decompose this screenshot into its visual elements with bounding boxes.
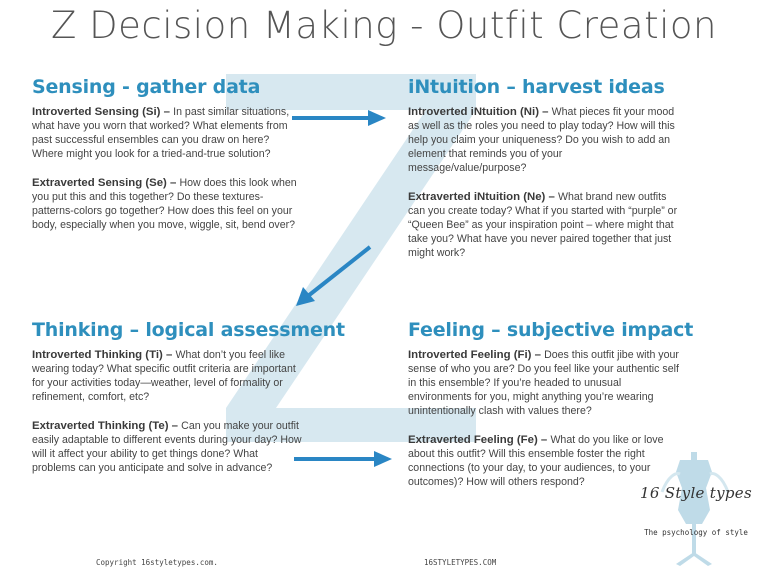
item-lead: Introverted Sensing (Si) – xyxy=(32,106,174,118)
arrow-right-top-icon xyxy=(292,110,386,126)
item-text: What brand new outfits can you create to… xyxy=(408,190,678,259)
heading-intuition: iNtuition – harvest ideas xyxy=(408,76,665,98)
item-introverted-thinking: Introverted Thinking (Ti) – What don’t y… xyxy=(32,348,304,405)
item-extraverted-thinking: Extraverted Thinking (Te) – Can you make… xyxy=(32,419,304,476)
logo-tagline: The psychology of style xyxy=(644,528,748,537)
heading-thinking: Thinking – logical assessment xyxy=(32,319,345,341)
item-lead: Introverted Thinking (Ti) – xyxy=(32,349,176,361)
item-text: What don’t you feel like wearing today? … xyxy=(32,349,296,403)
footer-website: 16STYLETYPES.COM xyxy=(424,558,497,567)
quadrant-sensing: Sensing - gather data Introverted Sensin… xyxy=(32,76,300,247)
item-text: What do you like or love about this outf… xyxy=(408,433,664,488)
item-lead: Extraverted Thinking (Te) – xyxy=(32,419,182,432)
logo-name: 16 Style types xyxy=(640,484,752,502)
arrow-right-bottom-icon xyxy=(294,451,392,467)
item-lead: Extraverted Sensing (Se) – xyxy=(32,176,180,189)
page-title: Z Decision Making - Outfit Creation xyxy=(51,4,717,47)
item-lead: Extraverted Feeling (Fe) – xyxy=(408,433,551,446)
heading-sensing: Sensing - gather data xyxy=(32,76,261,98)
item-text: Can you make your outfit easily adaptabl… xyxy=(32,419,302,474)
item-introverted-intuition: Introverted iNtuition (Ni) – What pieces… xyxy=(408,105,678,176)
quadrant-thinking: Thinking – logical assessment Introverte… xyxy=(32,319,345,490)
arrow-diagonal-down-left-icon xyxy=(296,245,372,306)
item-lead: Introverted iNtuition (Ni) – xyxy=(408,106,552,118)
item-extraverted-sensing: Extraverted Sensing (Se) – How does this… xyxy=(32,176,300,233)
quadrant-feeling: Feeling – subjective impact Introverted … xyxy=(408,319,694,504)
logo: 16 Style types The psychology of style xyxy=(632,452,760,572)
item-extraverted-feeling: Extraverted Feeling (Fe) – What do you l… xyxy=(408,433,680,490)
heading-feeling: Feeling – subjective impact xyxy=(408,319,694,341)
dress-form-icon xyxy=(660,452,730,566)
item-introverted-sensing: Introverted Sensing (Si) – In past simil… xyxy=(32,105,300,162)
item-lead: Extraverted iNtuition (Ne) – xyxy=(408,190,559,203)
item-introverted-feeling: Introverted Feeling (Fi) – Does this out… xyxy=(408,348,680,419)
item-text: How does this look when you put this and… xyxy=(32,176,297,231)
item-extraverted-intuition: Extraverted iNtuition (Ne) – What brand … xyxy=(408,190,678,261)
footer-copyright: Copyright 16styletypes.com. xyxy=(96,558,218,567)
item-lead: Introverted Feeling (Fi) – xyxy=(408,349,545,361)
quadrant-intuition: iNtuition – harvest ideas Introverted iN… xyxy=(408,76,678,275)
item-text: Does this outfit jibe with your sense of… xyxy=(408,349,679,417)
item-text: What pieces fit your mood as well as the… xyxy=(408,106,675,174)
item-text: In past similar situations, what have yo… xyxy=(32,106,290,160)
